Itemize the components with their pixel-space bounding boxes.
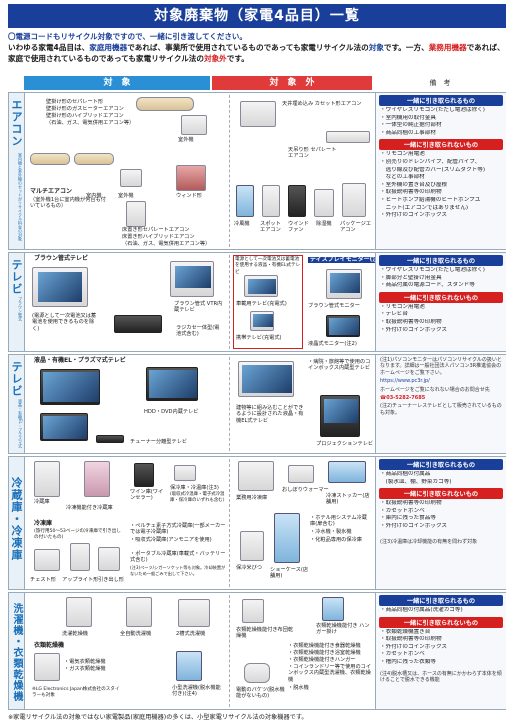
upright-freezer-icon xyxy=(70,543,90,571)
tv-crt-images: ブラウン管式テレビ (電源として一次電池又は蓄電池を使用できるものを除く) ブラ… xyxy=(26,253,388,351)
window-aircon-icon xyxy=(176,165,206,191)
small-washer-icon xyxy=(176,651,202,681)
footer-note: ※家電リサイクル法の対象ではない家電製品(家庭用機器)の多くは、小型家電リサイク… xyxy=(8,714,308,721)
window-fan-icon xyxy=(288,185,306,217)
business-freezer-icon xyxy=(238,461,274,491)
hdd-tv-icon xyxy=(146,367,198,401)
outdoor-unit-icon xyxy=(181,115,207,135)
column-header-taishogai: 対 象 外 xyxy=(212,76,372,90)
column-header-taisho: 対 象 xyxy=(24,76,210,90)
tv-lcd-images: 液晶・有機EL・プラズマ式テレビ HDD・DVD内蔵テレビ チューナー分離型テレ… xyxy=(26,355,374,453)
fridge-icon xyxy=(34,461,60,497)
cold-fan-icon xyxy=(236,185,254,217)
lcd-tv-icon xyxy=(40,369,100,405)
section-divider xyxy=(229,255,230,349)
freezer-stocker-icon xyxy=(328,461,366,483)
futon-dryer-icon xyxy=(242,599,264,623)
multi-outdoor-icon xyxy=(120,169,142,187)
drawer-freezer-icon xyxy=(98,547,120,571)
lcd-monitor-icon xyxy=(326,315,360,337)
section-fridge: 冷蔵庫・冷凍庫 冷蔵庫 冷凍機能付き冷蔵庫 ワイン庫(ワインセラー) 保冷庫・冷… xyxy=(8,456,506,590)
section-divider xyxy=(229,459,230,587)
wine-cellar-icon xyxy=(134,463,154,487)
section-label-washer: 洗濯機・衣類乾燥機 xyxy=(9,593,25,709)
aircon-images: 壁掛け形のセパレート形 壁掛け形のガスヒーターエアコン 壁掛け形のハイブリッドエ… xyxy=(26,93,374,249)
section-label-fridge: 冷蔵庫・冷凍庫 xyxy=(9,457,25,589)
crt-vtr-tv-icon xyxy=(170,261,214,297)
section-label-aircon: エアコン 室内機と室外機のセットがリサイクル料金の対象 xyxy=(9,93,25,249)
ceiling-cassette-icon xyxy=(240,101,276,127)
chest-freezer-icon xyxy=(34,549,60,571)
package-aircon-icon xyxy=(342,183,366,217)
section-aircon: エアコン 室内機と室外機のセットがリサイクル料金の対象 壁掛け形のセパレート形 … xyxy=(8,92,506,250)
dehumidifier-icon xyxy=(314,189,334,217)
washer-images: 洗濯乾燥機 全自動洗濯機 2槽式洗濯機 衣類乾燥機 ・電気衣類乾燥機 ・ガス衣類… xyxy=(26,593,374,709)
section-divider xyxy=(229,595,230,707)
spot-aircon-icon xyxy=(262,185,280,217)
car-tv-icon xyxy=(244,275,278,297)
portable-tv-icon xyxy=(250,311,274,331)
section-label-tv-crt: テレビ ブラウン管式 xyxy=(9,253,25,351)
washer-dryer-icon xyxy=(66,597,92,627)
floor-aircon-icon xyxy=(126,201,146,227)
section-divider xyxy=(229,357,230,451)
pc3r-link[interactable]: https://www.pc3r.jp/ xyxy=(380,378,430,385)
tuner-box-icon xyxy=(96,435,124,443)
multi-indoor-icon-2 xyxy=(74,153,114,165)
section-label-tv-lcd: テレビ 液晶・有機EL・プラズマ式 xyxy=(9,355,25,453)
battery-tv-box xyxy=(233,255,303,349)
twin-tub-icon xyxy=(178,599,210,627)
page-title: 対象廃棄物（家電4品目）一覧 xyxy=(8,4,506,28)
multi-indoor-icon xyxy=(30,153,70,165)
column-header-biko: 備 考 xyxy=(374,76,506,90)
cool-box-icon xyxy=(174,465,196,481)
showcase-icon xyxy=(274,513,300,563)
fridge-freezer-icon xyxy=(84,461,110,497)
built-in-tv-icon xyxy=(238,361,294,397)
crt-tv-icon xyxy=(32,267,88,307)
fridge-images: 冷蔵庫 冷凍機能付き冷蔵庫 ワイン庫(ワインセラー) 保冷庫・冷温庫(注3) (… xyxy=(26,457,374,589)
projection-tv-icon xyxy=(320,395,360,437)
rice-cooler-icon xyxy=(240,531,264,561)
tv-crt-notes: 一緒に引き取られるもの ・ワイヤレスリモコン(ただし電池は除く) ・脚部分と壁掛… xyxy=(375,253,506,351)
section-washer: 洗濯機・衣類乾燥機 洗濯乾燥機 全自動洗濯機 2槽式洗濯機 衣類乾燥機 ・電気衣… xyxy=(8,592,506,710)
intro-text: いわゆる家電4品目は、家庭用機器であれば、事業所で使用されているものであっても家… xyxy=(8,43,505,63)
section-tv-crt: テレビ ブラウン管式 ブラウン管式テレビ (電源として一次電池又は蓄電池を使用で… xyxy=(8,252,506,352)
section-divider xyxy=(229,95,230,247)
auto-washer-icon xyxy=(126,597,152,627)
tv-lcd-notes: (注1)パソコンモニターはパソコンリサイクルの扱いとなります。詳細は一般社団法人… xyxy=(375,355,506,453)
tuner-separate-tv-icon xyxy=(40,413,88,441)
wall-aircon-icon xyxy=(136,97,194,111)
ceiling-hang-icon xyxy=(326,131,370,143)
oshibori-warmer-icon xyxy=(288,465,314,483)
washer-notes: 一緒に引き取られるもの ・商品同梱の付属品(洗濯カゴ等) 一緒に引き取られないも… xyxy=(375,593,506,709)
electric-bucket-icon xyxy=(244,663,270,683)
power-cord-note: 〇電源コードもリサイクル対象ですので、一緒に引き渡してください。 xyxy=(8,32,247,41)
clothes-dryer-icon xyxy=(34,653,60,681)
fridge-notes: 一緒に引き取られるもの ・商品同梱の付属品 (製氷皿、棚、野菜カゴ等) 一緒に引… xyxy=(375,457,506,589)
section-tv-lcd: テレビ 液晶・有機EL・プラズマ式 液晶・有機EL・プラズマ式テレビ HDD・D… xyxy=(8,354,506,454)
radio-cassette-tv-icon xyxy=(114,315,162,333)
hanger-dryer-icon xyxy=(322,597,344,621)
crt-monitor-icon xyxy=(326,269,362,299)
aircon-notes: 一緒に引き取られるもの ・ワイヤレスリモコン(ただし電池は除く) ・室内機用の取… xyxy=(375,93,506,249)
